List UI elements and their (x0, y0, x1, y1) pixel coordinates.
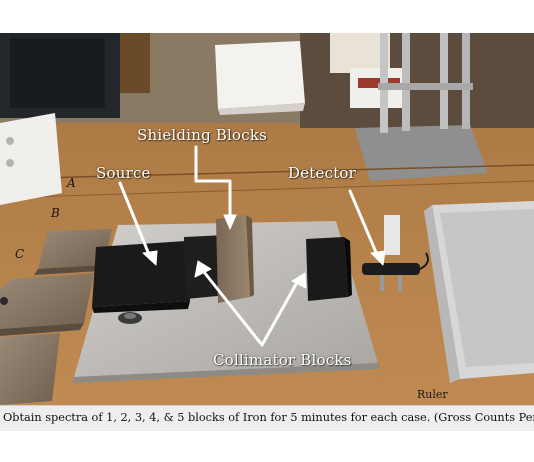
label-shielding-blocks: Shielding Blocks (137, 126, 268, 144)
ruler-label[interactable]: Ruler (417, 388, 448, 401)
lab-scene (0, 33, 534, 405)
simulation-viewport[interactable]: Shielding Blocks Source Detector Collima… (0, 33, 534, 405)
instruction-bar: Obtain spectra of 1, 2, 3, 4, & 5 blocks… (0, 405, 534, 431)
label-collimator-blocks: Collimator Blocks (213, 351, 352, 369)
label-source: Source (96, 164, 151, 182)
row-letter-c: C (15, 247, 25, 261)
row-letter-b: B (51, 206, 60, 220)
label-detector: Detector (288, 164, 357, 182)
row-letter-a: A (67, 176, 76, 190)
instruction-text: Obtain spectra of 1, 2, 3, 4, & 5 blocks… (3, 411, 534, 424)
